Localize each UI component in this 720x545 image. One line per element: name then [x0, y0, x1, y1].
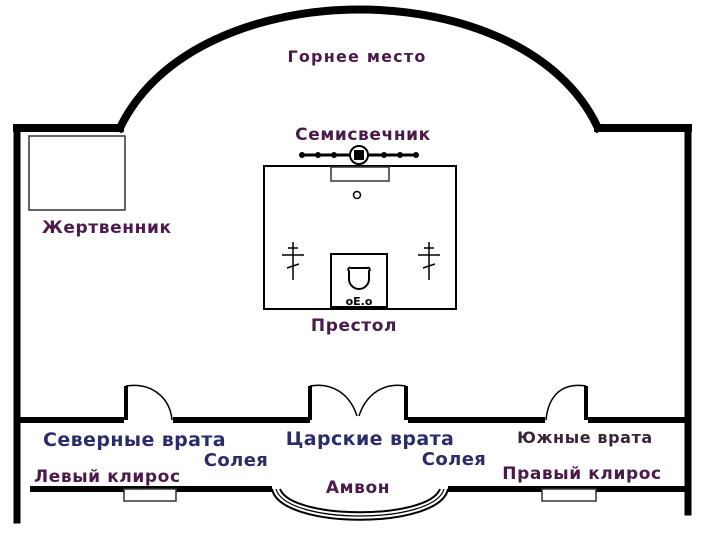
left-kliros-bench — [123, 488, 177, 502]
label-prestol: Престол — [311, 316, 397, 336]
label-amvon: Амвон — [326, 478, 390, 498]
menorah-icon — [299, 145, 419, 165]
amvon-platform — [271, 488, 449, 521]
label-pravyi-kliros: Правый клирос — [502, 464, 661, 484]
label-yuzhnye-vrata: Южные врата — [517, 428, 653, 447]
label-gornee-mesto: Горнее место — [287, 47, 426, 66]
northern-gate — [124, 384, 173, 421]
label-soleya-right: Солея — [422, 449, 487, 470]
label-zhertvennik: Жертвенник — [42, 218, 172, 238]
orthodox-cross-icon — [282, 242, 304, 280]
label-severnye-vrata: Северные врата — [43, 429, 226, 451]
prestol-table — [263, 165, 457, 310]
royal-gates — [308, 384, 408, 420]
label-tsarskie-vrata: Царские врата — [286, 428, 455, 450]
label-semisvechnik: Семисвечник — [295, 125, 431, 145]
label-levyi-kliros: Левый клирос — [34, 467, 181, 487]
orthodox-cross-icon — [418, 242, 440, 280]
right-kliros-bench — [541, 488, 597, 502]
southern-gate — [545, 384, 588, 421]
zhertvennik-table — [28, 135, 126, 211]
apse-arc — [114, 5, 604, 134]
gospel-book-text: оЕ.о — [346, 295, 373, 308]
label-soleya-left: Солея — [204, 450, 269, 471]
gospel-book-icon: оЕ.о — [330, 253, 388, 308]
outer-walls — [13, 5, 692, 524]
